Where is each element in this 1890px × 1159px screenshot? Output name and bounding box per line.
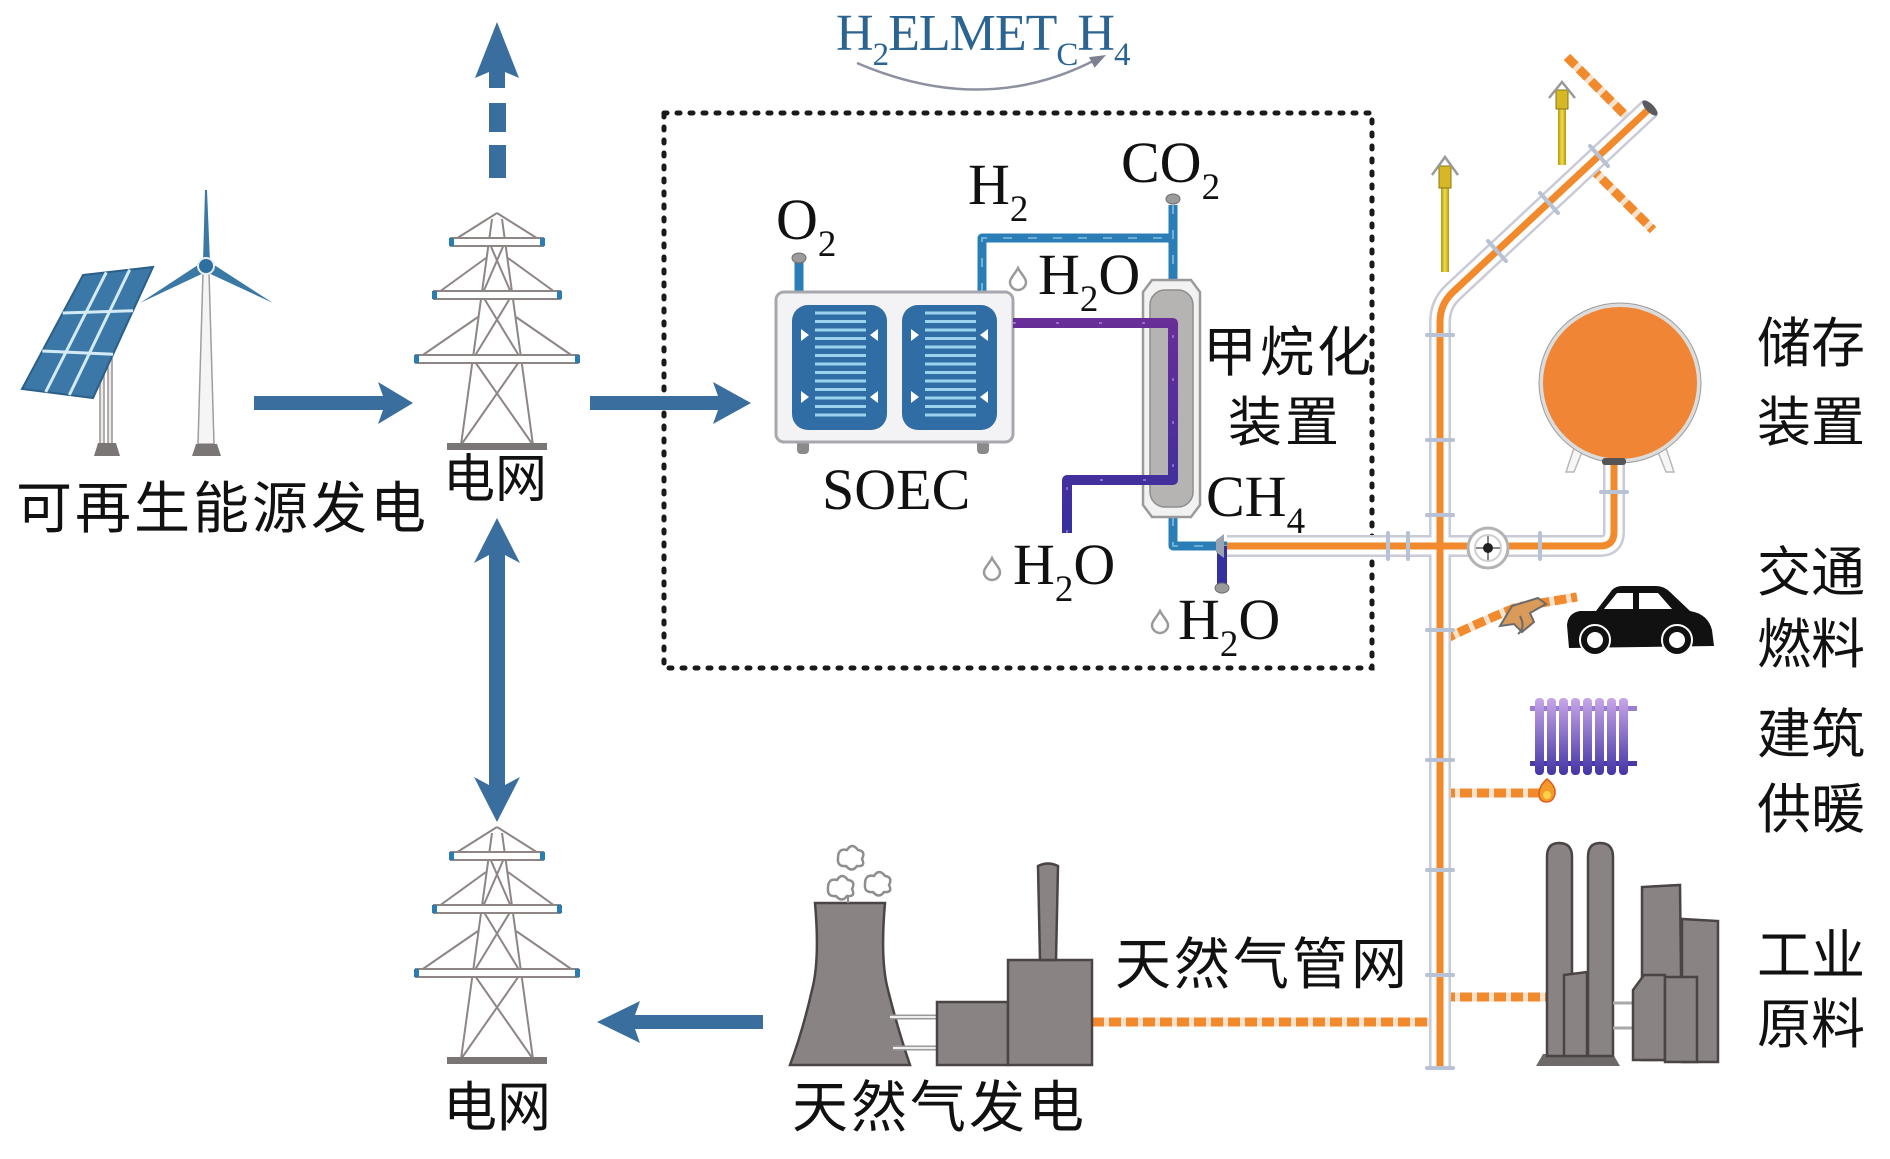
soec-stack-icon: [774, 290, 1015, 454]
title-part: H: [836, 5, 874, 62]
title-part: H: [1077, 5, 1115, 62]
h2o-lower-left-label: H2O: [1013, 536, 1115, 610]
co2-subscript: 2: [1201, 167, 1221, 208]
o2-label: O2: [776, 191, 837, 265]
gas-power-to-grid-arrow: [597, 1001, 763, 1043]
building-heating-label-line2: 供暖: [1757, 780, 1865, 840]
title-arc-arrow: [856, 55, 1106, 91]
ch4-main: CH: [1206, 464, 1287, 529]
gas-power-plant-icon: [788, 862, 1094, 1067]
co2-main: CO: [1121, 130, 1202, 195]
valve-icon: [1466, 526, 1510, 570]
industrial-feedstock-label-line2: 原料: [1757, 995, 1865, 1055]
h2o-main: H: [1013, 532, 1055, 597]
gas-power-generation-label: 天然气发电: [792, 1078, 1087, 1140]
flame-icon: [1538, 778, 1556, 803]
grid-to-soec-arrow: [590, 382, 751, 424]
ch4-subscript: 4: [1286, 501, 1306, 542]
wind-turbine-icon: [140, 190, 273, 456]
renewable-generation-label: 可再生能源发电: [16, 479, 429, 541]
gas-network-label: 天然气管网: [1115, 935, 1410, 997]
transmission-tower-bottom-icon: [413, 826, 581, 1065]
title-subscript: 2: [872, 37, 889, 73]
fuel-nozzle-icon: [1498, 596, 1548, 635]
industrial-plant-icon: [1536, 841, 1720, 1066]
gas-export-arrow-icon: [1430, 154, 1460, 272]
o2-main: O: [776, 187, 818, 252]
export-gas-line: [1563, 53, 1631, 121]
power-to-gas-boundary: [661, 110, 1375, 671]
gas-export-arrow-icon: [1548, 80, 1576, 165]
renewable-to-grid-arrow: [254, 382, 413, 424]
h2o-subscript: 2: [1054, 569, 1074, 610]
radiator-icon: [1530, 698, 1637, 775]
h2o-subscript: 2: [1219, 624, 1239, 665]
water-droplet-icon: [982, 556, 1002, 582]
gas-pipeline: [1216, 98, 1660, 1068]
gas-branch-lines: [1092, 53, 1657, 1027]
ch4-label: CH4: [1206, 468, 1306, 542]
o2-outlet-cap: [791, 252, 807, 264]
h2o-tail: O: [1073, 532, 1116, 597]
water-droplet-icon: [1150, 609, 1170, 635]
export-gas-line: [1586, 163, 1657, 234]
water-droplet-icon: [1008, 266, 1028, 292]
title-part: ELMET: [888, 5, 1057, 62]
h2o-tail: O: [1238, 587, 1281, 652]
water-outlet-cap: [1214, 582, 1230, 594]
steam-puff-icon: [826, 844, 892, 901]
co2-label: CO2: [1121, 134, 1221, 208]
methanation-label-line2: 装置: [1228, 393, 1342, 453]
storage-tank-icon: [1538, 302, 1702, 473]
h2o-lower-right-label: H2O: [1178, 591, 1280, 665]
h2o-main: H: [1038, 242, 1080, 307]
h2o-main: H: [1178, 587, 1220, 652]
soec-label: SOEC: [822, 457, 971, 522]
power-grid-top-label: 电网: [443, 452, 548, 509]
title-subscript: C: [1056, 37, 1078, 73]
o2-subscript: 2: [817, 224, 837, 265]
h2o-tail: O: [1098, 242, 1141, 307]
power-grid-bottom-label: 电网: [443, 1078, 551, 1138]
title-subscript: 4: [1113, 37, 1130, 73]
hydrogen-pipes: [791, 193, 1230, 551]
industrial-feedstock-label-line1: 工业: [1757, 926, 1865, 986]
grid-bidirectional-arrow: [474, 518, 520, 822]
co2-inlet-cap: [1165, 193, 1181, 205]
solar-panel-icon: [20, 265, 155, 456]
storage-label-line2: 装置: [1757, 393, 1865, 453]
transport-fuel-label-line2: 燃料: [1757, 615, 1865, 675]
transmission-tower-top-icon: [413, 212, 581, 451]
storage-label-line1: 储存: [1757, 314, 1865, 374]
h2-main: H: [968, 152, 1010, 217]
h2-subscript: 2: [1009, 189, 1029, 230]
h2-label: H2: [968, 156, 1029, 230]
car-icon: [1567, 586, 1714, 656]
diagram-title: H2ELMETCH4: [836, 5, 1130, 73]
export-dashed-arrow: [475, 22, 519, 178]
h2o-upper-label: H2O: [1038, 246, 1140, 320]
h2o-subscript: 2: [1079, 279, 1099, 320]
methanation-label-line1: 甲烷化: [1203, 323, 1374, 383]
building-heating-label-line1: 建筑: [1757, 705, 1865, 765]
transport-fuel-label-line1: 交通: [1757, 543, 1865, 603]
